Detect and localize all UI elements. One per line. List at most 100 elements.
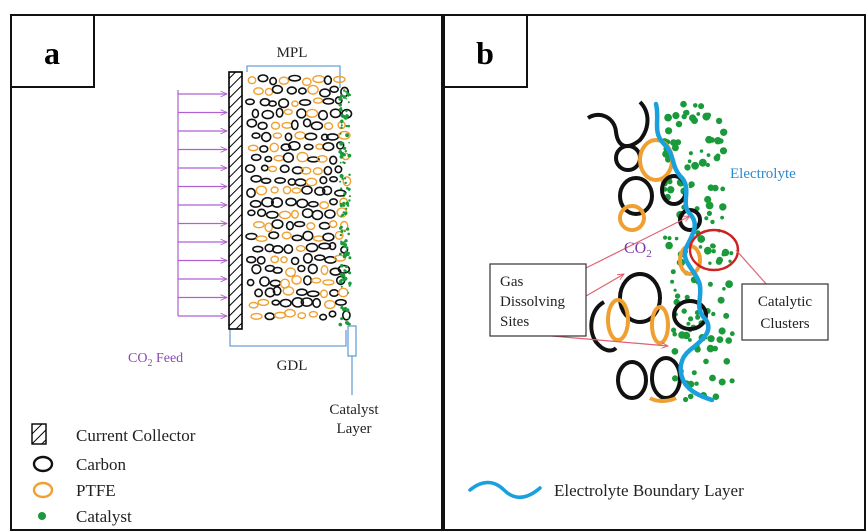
- catalyst-dot: [688, 151, 694, 156]
- ptfe-particle: [305, 177, 318, 187]
- ptfe-particle: [281, 121, 293, 129]
- catalyst-dot: [673, 140, 680, 146]
- carbon-particle: [314, 186, 326, 196]
- co2-label: CO2: [624, 240, 652, 260]
- ptfe-particle: [333, 75, 346, 84]
- catalyst-dot: [665, 156, 672, 163]
- catalyst-dot: [343, 253, 346, 256]
- catalyst-dot: [694, 381, 699, 386]
- carbon-particle: [334, 298, 347, 306]
- carbon-particle: [329, 85, 340, 94]
- carbon-particle: [293, 220, 306, 228]
- catalyst-dot: [345, 207, 348, 210]
- carbon-particle: [264, 287, 276, 298]
- catalyst-dot: [672, 331, 677, 337]
- catalyst-dot: [673, 288, 677, 292]
- catalyst-dot: [707, 335, 715, 343]
- carbon-particle: [251, 108, 260, 119]
- carbon-particle: [256, 255, 266, 265]
- catalyst-dot: [681, 308, 687, 314]
- catalyst-dot: [346, 227, 349, 230]
- carbon-particle: [302, 275, 312, 286]
- panel-a-tag: a: [10, 14, 95, 88]
- catalyst-dot: [721, 248, 730, 257]
- catalyst-dot: [711, 249, 716, 254]
- catalyst-dot: [340, 317, 344, 321]
- catalyst-dot: [345, 201, 350, 206]
- carbon-particle: [285, 197, 297, 207]
- legend-catalyst: Catalyst: [76, 507, 132, 526]
- carbon-particle: [271, 219, 284, 230]
- ptfe-particle: [296, 151, 309, 163]
- catalyst-dot: [340, 124, 343, 127]
- catalyst-dot: [340, 126, 343, 129]
- carbon-particle: [328, 176, 338, 183]
- gdl-bracket: [229, 330, 347, 347]
- ptfe-particle: [270, 121, 281, 130]
- carbon-particle: [329, 108, 342, 119]
- carbon-particle: [320, 133, 329, 141]
- catalyst-dot: [725, 280, 733, 288]
- carbon-particle: [296, 108, 307, 119]
- panel-a-frame: [10, 14, 443, 531]
- catalyst-dot: [717, 296, 725, 304]
- carbon-particle: [616, 360, 648, 400]
- catalyst-dot: [674, 293, 681, 299]
- ptfe-particle: [312, 167, 323, 176]
- catalyst-dot: [688, 316, 694, 322]
- catalyst-dot: [703, 358, 709, 365]
- catalyst-dot: [725, 337, 732, 344]
- co2-feed-label: CO2 Feed: [128, 351, 183, 369]
- gdl-label: GDL: [277, 358, 308, 374]
- carbon-particle: [274, 177, 286, 184]
- catalyst-dot: [712, 184, 719, 192]
- catalyst-dot: [343, 161, 346, 165]
- ptfe-particle: [253, 87, 264, 96]
- ptfe-particle: [282, 185, 292, 195]
- carbon-particle: [291, 296, 305, 308]
- carbon-particle: [618, 176, 654, 216]
- ptfe-particle: [273, 154, 285, 162]
- catalyst-dot: [339, 141, 344, 146]
- ptfe-particle: [312, 97, 324, 104]
- carbon-particle: [318, 221, 331, 230]
- catalyst-dot: [706, 112, 712, 118]
- ptfe-particle: [305, 108, 319, 118]
- ptfe-particle: [337, 287, 349, 298]
- catalyst-layer-label-line2: Layer: [337, 421, 372, 437]
- catalyst-dot: [693, 103, 698, 108]
- catalyst-dot: [338, 279, 343, 284]
- ptfe-particle: [268, 165, 278, 173]
- carbon-particle: [269, 76, 278, 86]
- ptfe-particle: [319, 289, 329, 299]
- ptfe-particle: [291, 187, 302, 194]
- panel-b-tag: b: [443, 14, 528, 88]
- carbon-particle: [260, 131, 272, 143]
- catalyst-dot: [341, 177, 344, 180]
- carbon-particle: [319, 313, 328, 321]
- carbon-particle: [324, 209, 336, 219]
- carbon-particle: [301, 185, 313, 195]
- current-collector-legend-icon: [31, 423, 47, 445]
- catalyst-dot: [339, 226, 342, 230]
- catalyst-dot: [345, 109, 348, 113]
- catalyst-dot: [723, 312, 730, 319]
- ptfe-particle: [272, 132, 283, 139]
- ptfe-particle: [323, 122, 334, 131]
- ptfe-particle: [295, 244, 306, 252]
- carbon-particle: [285, 220, 295, 231]
- carbon-particle: [245, 98, 256, 106]
- catalyst-dot: [698, 245, 703, 249]
- carbon-particle: [272, 266, 283, 274]
- current-collector: [228, 71, 243, 330]
- carbon-particle: [291, 234, 303, 242]
- catalyst-dot: [728, 259, 732, 263]
- catalyst-dot: [704, 249, 711, 255]
- catalyst-dot: [339, 161, 342, 164]
- catalyst-dot: [345, 270, 348, 273]
- catalyst-dot: [707, 281, 713, 287]
- catalyst-dot: [718, 327, 726, 335]
- catalyst-dot: [680, 100, 687, 108]
- carbon-particle: [297, 87, 307, 95]
